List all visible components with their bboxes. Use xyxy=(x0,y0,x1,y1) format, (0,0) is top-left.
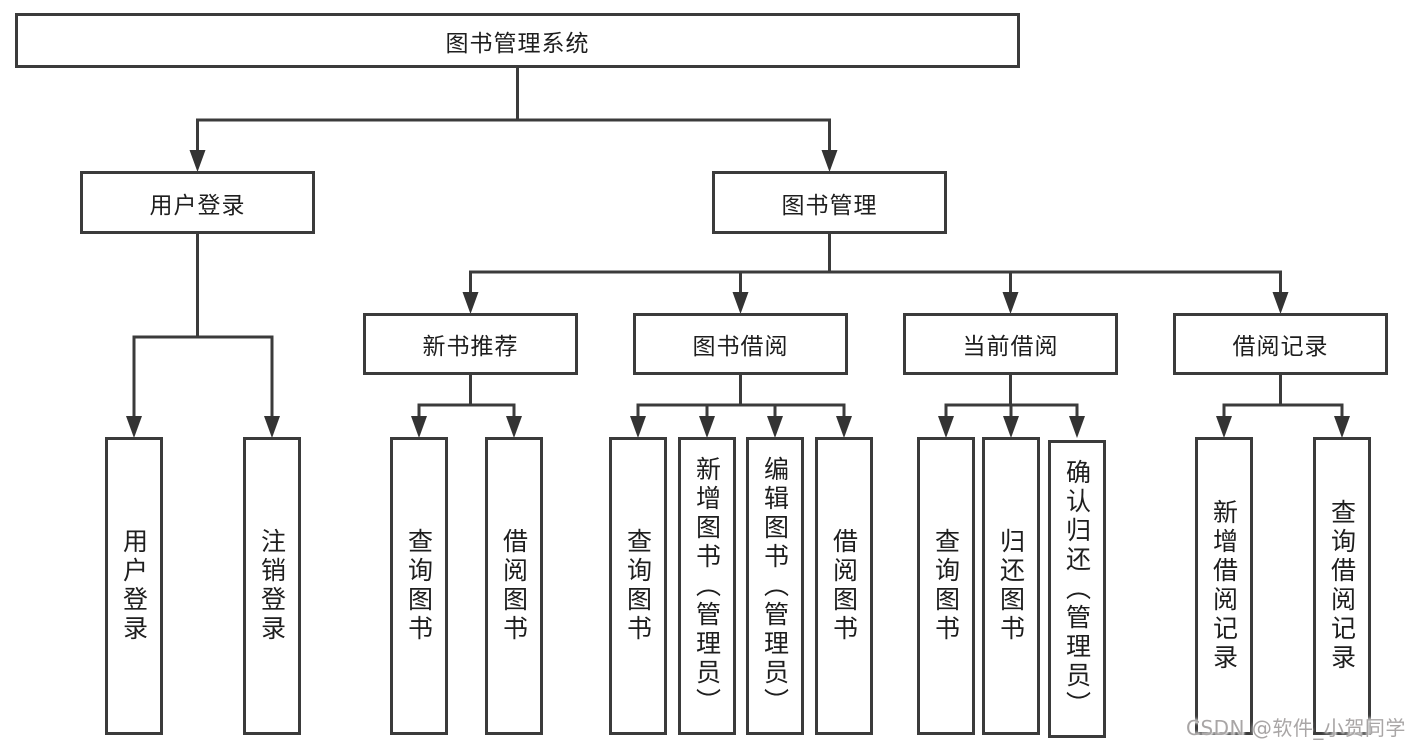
node-label: 查询图书 xyxy=(404,528,434,644)
node-label: 新书推荐 xyxy=(422,334,519,360)
node-label: 图书管理 xyxy=(781,192,878,219)
leaf-query-borrow-record: 查询借阅记录 xyxy=(1313,437,1371,735)
node-label: 借阅图书 xyxy=(829,528,859,644)
leaf-edit-books-admin: 编辑图书（管理员） xyxy=(746,437,804,735)
leaf-user-login: 用户登录 xyxy=(105,437,163,735)
csdn-watermark: CSDN @软件_小贺同学 xyxy=(1186,716,1405,740)
node-label: 查询图书 xyxy=(623,528,653,644)
node-label: 编辑图书（管理员） xyxy=(760,455,790,717)
leaf-borrow-books-recommend: 借阅图书 xyxy=(485,437,543,735)
node-label: 借阅图书 xyxy=(499,528,529,644)
node-book-management: 图书管理 xyxy=(712,171,947,234)
leaf-confirm-return-admin: 确认归还（管理员） xyxy=(1048,440,1106,738)
node-label: 归还图书 xyxy=(996,528,1026,644)
node-new-book-recommend: 新书推荐 xyxy=(363,313,578,375)
node-label: 确认归还（管理员） xyxy=(1062,458,1092,720)
node-current-borrowing: 当前借阅 xyxy=(903,313,1118,375)
leaf-query-books-borrowing: 查询图书 xyxy=(609,437,667,735)
node-borrowing-records: 借阅记录 xyxy=(1173,313,1388,375)
node-label: 当前借阅 xyxy=(962,334,1059,360)
node-label: 用户登录 xyxy=(149,192,246,219)
node-label: 查询借阅记录 xyxy=(1327,499,1357,673)
leaf-query-books-recommend: 查询图书 xyxy=(390,437,448,735)
leaf-borrow-books: 借阅图书 xyxy=(815,437,873,735)
node-label: 新增借阅记录 xyxy=(1209,499,1239,673)
node-root-library-system: 图书管理系统 xyxy=(15,13,1020,68)
node-label: 借阅记录 xyxy=(1232,334,1329,360)
node-label: 用户登录 xyxy=(119,528,149,644)
node-label: 注销登录 xyxy=(257,528,287,644)
node-user-login: 用户登录 xyxy=(80,171,315,234)
leaf-add-borrow-record: 新增借阅记录 xyxy=(1195,437,1253,735)
leaf-return-books: 归还图书 xyxy=(982,437,1040,735)
node-label: 新增图书（管理员） xyxy=(692,455,722,717)
node-label: 图书管理系统 xyxy=(445,30,590,57)
arrowhead-icons xyxy=(126,150,1350,438)
leaf-logout: 注销登录 xyxy=(243,437,301,735)
leaf-add-books-admin: 新增图书（管理员） xyxy=(678,437,736,735)
node-label: 查询图书 xyxy=(931,528,961,644)
leaf-query-books-current: 查询图书 xyxy=(917,437,975,735)
connector-path xyxy=(132,66,1344,420)
node-label: 图书借阅 xyxy=(692,334,789,360)
node-book-borrowing: 图书借阅 xyxy=(633,313,848,375)
